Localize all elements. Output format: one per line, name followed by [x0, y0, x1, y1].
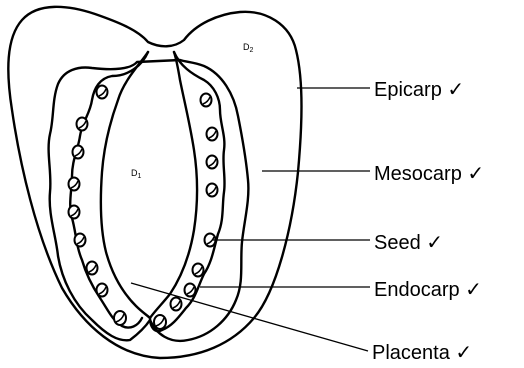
seed	[69, 206, 80, 219]
seed	[171, 298, 182, 311]
seed	[73, 146, 84, 159]
seed	[75, 234, 86, 247]
seed	[97, 284, 108, 297]
placenta-leader	[131, 283, 368, 351]
epicarp-label: Epicarp ✓	[374, 79, 464, 101]
seed	[154, 315, 166, 329]
seed-label: Seed ✓	[374, 232, 443, 254]
region-d2-subscript: 2	[250, 47, 254, 54]
seed	[97, 86, 108, 99]
seed	[114, 311, 126, 325]
seed	[207, 184, 218, 197]
seed	[77, 118, 88, 131]
seed	[87, 262, 98, 275]
seed	[69, 178, 80, 191]
seed-row-right	[154, 94, 218, 330]
seed	[201, 94, 212, 107]
seed	[207, 156, 218, 169]
seed	[207, 128, 218, 141]
region-d2-label: D2	[243, 42, 254, 54]
placenta-axis	[101, 52, 197, 318]
endocarp-label: Endocarp ✓	[374, 279, 482, 301]
region-d1-subscript: 1	[138, 173, 142, 180]
region-d1-label: D1	[131, 168, 142, 180]
mesocarp-label: Mesocarp ✓	[374, 163, 484, 185]
endocarp-left	[70, 52, 148, 328]
seed	[185, 284, 196, 297]
epicarp-outline	[8, 7, 301, 358]
placenta-label: Placenta ✓	[372, 342, 472, 363]
seed	[193, 264, 204, 277]
seed-row-left	[69, 86, 127, 326]
